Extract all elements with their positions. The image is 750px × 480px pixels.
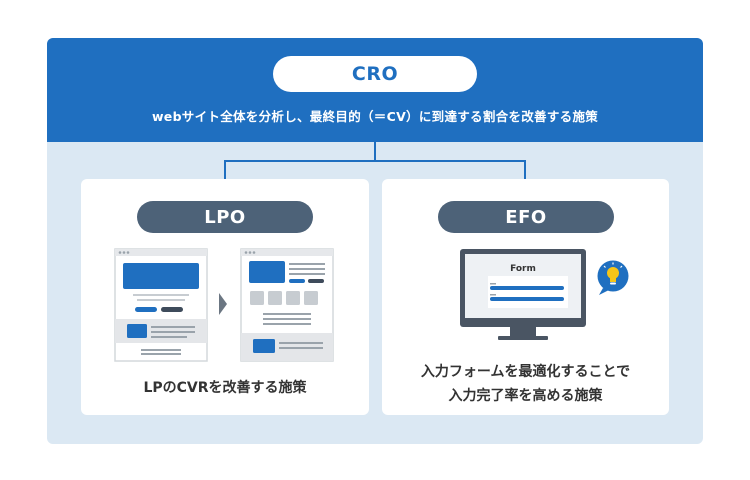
efo-description-line1: 入力フォームを最適化することで (420, 364, 631, 380)
lpo-title: LPO (137, 201, 313, 233)
webpage-mockup-icon (114, 248, 334, 362)
connector-right-drop (524, 160, 526, 179)
lp-before-mockup (114, 248, 208, 362)
efo-description-line2: 入力完了率を高める施策 (448, 388, 603, 404)
efo-card: EFO Form 入力フォームを最適化することで 入力完了率 (382, 179, 669, 415)
connector-horizontal (224, 160, 526, 162)
cro-header: CRO webサイト全体を分析し、最終目的（＝CV）に到達する割合を改善する施策 (47, 38, 703, 142)
lpo-card: LPO (81, 179, 369, 415)
efo-title: EFO (438, 201, 614, 233)
form-label: Form (510, 264, 536, 274)
monitor-icon (460, 249, 586, 340)
cro-description: webサイト全体を分析し、最終目的（＝CV）に到達する割合を改善する施策 (151, 109, 599, 124)
arrow-right-icon (219, 293, 227, 315)
efo-description: 入力フォームを最適化することで 入力完了率を高める施策 (382, 360, 669, 408)
cro-title: CRO (273, 56, 477, 92)
lp-after-mockup (240, 248, 334, 362)
lpo-description: LPのCVRを改善する施策 (143, 380, 307, 396)
connector-left-drop (224, 160, 226, 179)
cro-diagram: CRO webサイト全体を分析し、最終目的（＝CV）に到達する割合を改善する施策… (47, 38, 703, 444)
connector-vertical-main (374, 142, 376, 162)
lightbulb-icon (597, 260, 629, 295)
